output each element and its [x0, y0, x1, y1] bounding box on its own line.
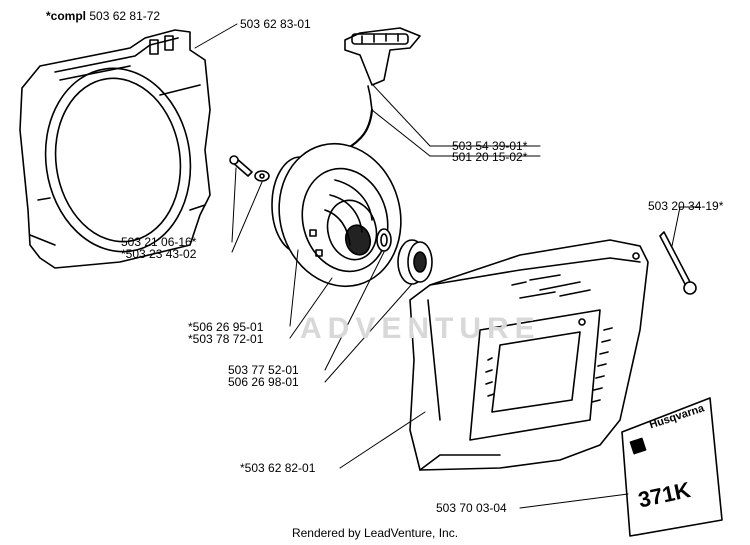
fan-housing-part — [19, 29, 211, 269]
label-rope: 501 20 15-02* — [452, 150, 528, 164]
label-spring: *503 78 72-01 — [188, 332, 264, 346]
label-bushing: 503 77 52-01 — [228, 363, 299, 377]
footer-credit: Rendered by LeadVenture, Inc. — [291, 526, 459, 540]
label-cover: *503 62 82-01 — [240, 461, 316, 475]
label-screw-right: 503 20 34-19* — [648, 199, 724, 213]
label-fan-housing: *compl 503 62 81-72 — [46, 9, 160, 23]
bearing-part — [397, 239, 433, 285]
label-decal: 503 70 03-04 — [436, 501, 507, 515]
label-washer-left: *503 23 43-02 — [121, 247, 197, 261]
starter-cover-part — [409, 239, 649, 471]
screw-right-part — [659, 231, 697, 295]
label-screw-left: 503 21 06-16* — [121, 235, 197, 249]
bushing-part — [376, 228, 392, 252]
starter-pulley-part — [271, 142, 402, 288]
label-handle: 503 54 39-01* — [452, 139, 528, 153]
label-pulley: *506 26 95-01 — [188, 320, 264, 334]
watermark-text: ADVENTURE — [300, 312, 541, 345]
screw-washer-left-part — [229, 155, 270, 182]
label-fan-housing-prefix: *compl — [46, 9, 87, 23]
leader-lines — [194, 23, 701, 509]
decal-part — [621, 397, 723, 537]
label-fan-housing-code: 503 62 81-72 — [89, 9, 161, 23]
starter-handle-part — [344, 27, 421, 111]
label-housing-tab: 503 62 83-01 — [240, 17, 311, 31]
label-bearing: 506 26 98-01 — [228, 375, 299, 389]
